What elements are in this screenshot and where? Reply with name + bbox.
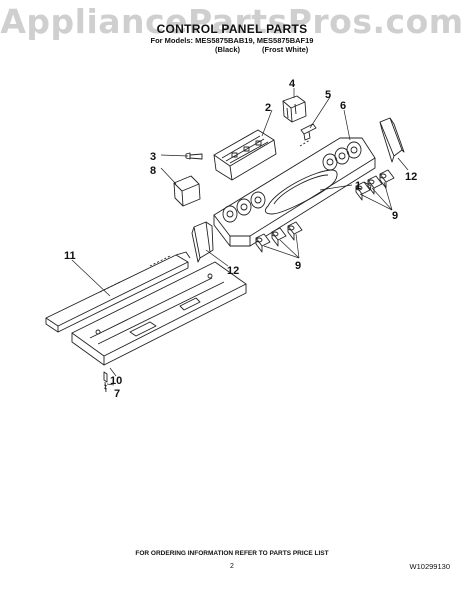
models-line: For Models: MES5875BAB19, MES5875BAF19 — [150, 36, 314, 45]
callout-3: 3 — [150, 151, 156, 163]
knobs-left — [255, 221, 303, 253]
knobs-right — [355, 169, 395, 201]
leader-lines — [71, 88, 409, 386]
callout-9-left: 9 — [295, 260, 301, 272]
bracket-11 — [45, 251, 191, 333]
screw-3 — [185, 152, 203, 160]
callout-9-right: 9 — [392, 210, 398, 222]
footer-note: FOR ORDERING INFORMATION REFER TO PARTS … — [135, 550, 329, 557]
document-number: W10299130 — [409, 562, 450, 571]
callout-2: 2 — [265, 102, 271, 114]
color-black: (Black) — [215, 45, 241, 54]
callout-12-left: 12 — [227, 265, 239, 277]
base-tray — [71, 261, 247, 366]
electronic-control — [213, 129, 277, 181]
callout-6: 6 — [340, 100, 346, 112]
clip-5 — [300, 123, 317, 141]
console-panel — [213, 137, 376, 247]
watermark: AppliancePartsPros.com — [0, 2, 464, 41]
callout-4: 4 — [289, 78, 296, 90]
page-title: CONTROL PANEL PARTS — [156, 22, 308, 36]
color-frost-white: (Frost White) — [262, 45, 309, 54]
callout-8: 8 — [150, 165, 156, 177]
end-cap-right — [379, 117, 405, 163]
end-cap-left — [191, 221, 214, 263]
switch-block — [282, 95, 307, 123]
callout-10: 10 — [110, 375, 122, 387]
callout-12-right: 12 — [405, 171, 417, 183]
callout-11: 11 — [64, 250, 76, 262]
callout-5: 5 — [325, 89, 331, 101]
page-number: 2 — [230, 563, 234, 570]
callout-1: 1 — [355, 180, 361, 192]
callout-7: 7 — [114, 388, 120, 400]
screw-7 — [103, 371, 108, 393]
connector-block — [173, 175, 201, 207]
